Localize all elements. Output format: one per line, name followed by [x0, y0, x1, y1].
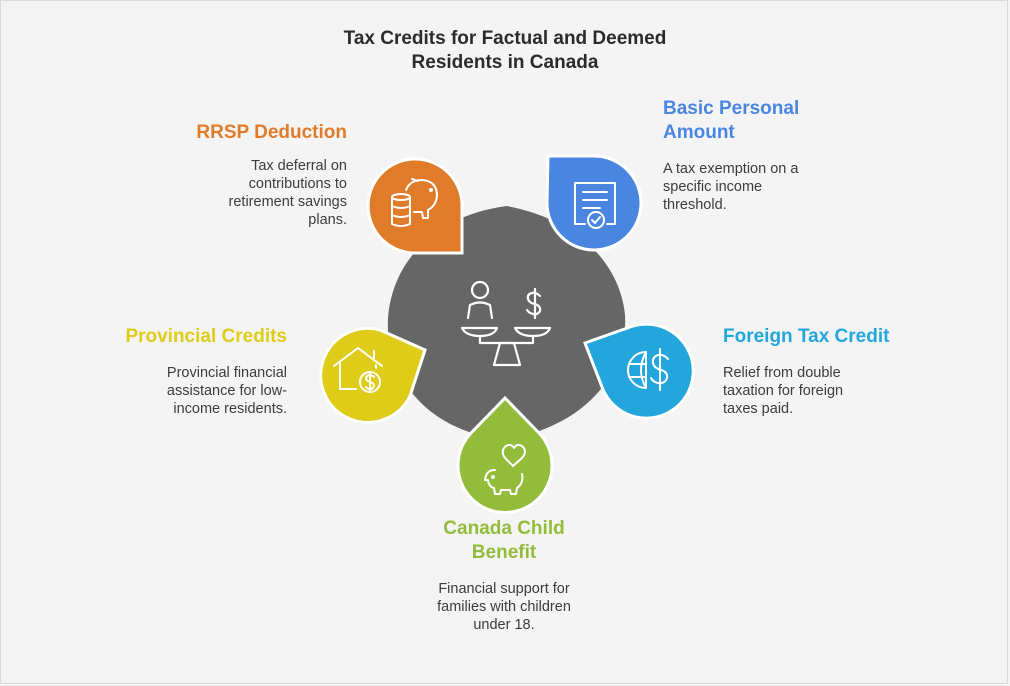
- child-drop: [456, 395, 554, 514]
- title-line-1: Tax Credits for Factual and Deemed: [343, 28, 667, 49]
- title-line-2: Residents in Canada: [411, 52, 599, 73]
- foreign-description: Relief from double taxation for foreign …: [723, 364, 943, 418]
- basic-drop: [545, 154, 643, 252]
- foreign-desc-line: taxes paid.: [723, 401, 794, 417]
- child-desc-line: Financial support for: [438, 581, 570, 597]
- provincial-desc-line: Provincial financial: [166, 365, 287, 381]
- foreign-desc-line: taxation for foreign: [723, 383, 844, 399]
- piggy-bank-coins-icon: [391, 178, 438, 227]
- rrsp-desc-line: retirement savings: [228, 194, 347, 210]
- provincial-desc-line: assistance for low-: [166, 383, 287, 399]
- provincial-description: Provincial financial assistance for low-…: [87, 364, 287, 418]
- child-heading-line: Benefit: [471, 542, 537, 563]
- basic-heading-line: Amount: [663, 122, 735, 143]
- basic-heading-line: Basic Personal: [663, 98, 800, 119]
- foreign-desc-line: Relief from double: [723, 365, 841, 381]
- child-desc-line: under 18.: [473, 617, 535, 633]
- certificate-icon: [574, 182, 616, 229]
- rrsp-description: Tax deferral on contributions to retirem…: [147, 157, 347, 229]
- rrsp-desc-line: plans.: [308, 212, 347, 228]
- diagram-title: Tax Credits for Factual and Deemed Resid…: [255, 27, 755, 75]
- basic-desc-line: threshold.: [663, 197, 727, 213]
- hub-pentagon: [387, 206, 626, 440]
- basic-description: A tax exemption on a specific income thr…: [663, 160, 883, 214]
- scale-person-dollar-icon: [460, 280, 552, 367]
- house-dollar-icon: [333, 347, 383, 393]
- rrsp-desc-line: Tax deferral on: [251, 158, 347, 174]
- foreign-drop: [583, 322, 695, 420]
- globe-dollar-icon: [627, 348, 669, 391]
- child-heading: Canada Child Benefit: [394, 517, 614, 565]
- rrsp-heading: RRSP Deduction: [196, 122, 347, 143]
- provincial-desc-line: income residents.: [173, 401, 287, 417]
- foreign-heading: Foreign Tax Credit: [723, 326, 890, 347]
- provincial-heading: Provincial Credits: [125, 326, 287, 347]
- child-heading-line: Canada Child: [443, 518, 565, 539]
- child-description: Financial support for families with chil…: [394, 580, 614, 634]
- piggy-heart-icon: [484, 443, 526, 495]
- rrsp-desc-line: contributions to: [248, 176, 347, 192]
- basic-desc-line: A tax exemption on a: [663, 161, 799, 177]
- rrsp-drop: [366, 157, 464, 255]
- basic-desc-line: specific income: [663, 179, 763, 195]
- basic-heading: Basic Personal Amount: [663, 97, 883, 145]
- child-desc-line: families with children: [437, 599, 571, 615]
